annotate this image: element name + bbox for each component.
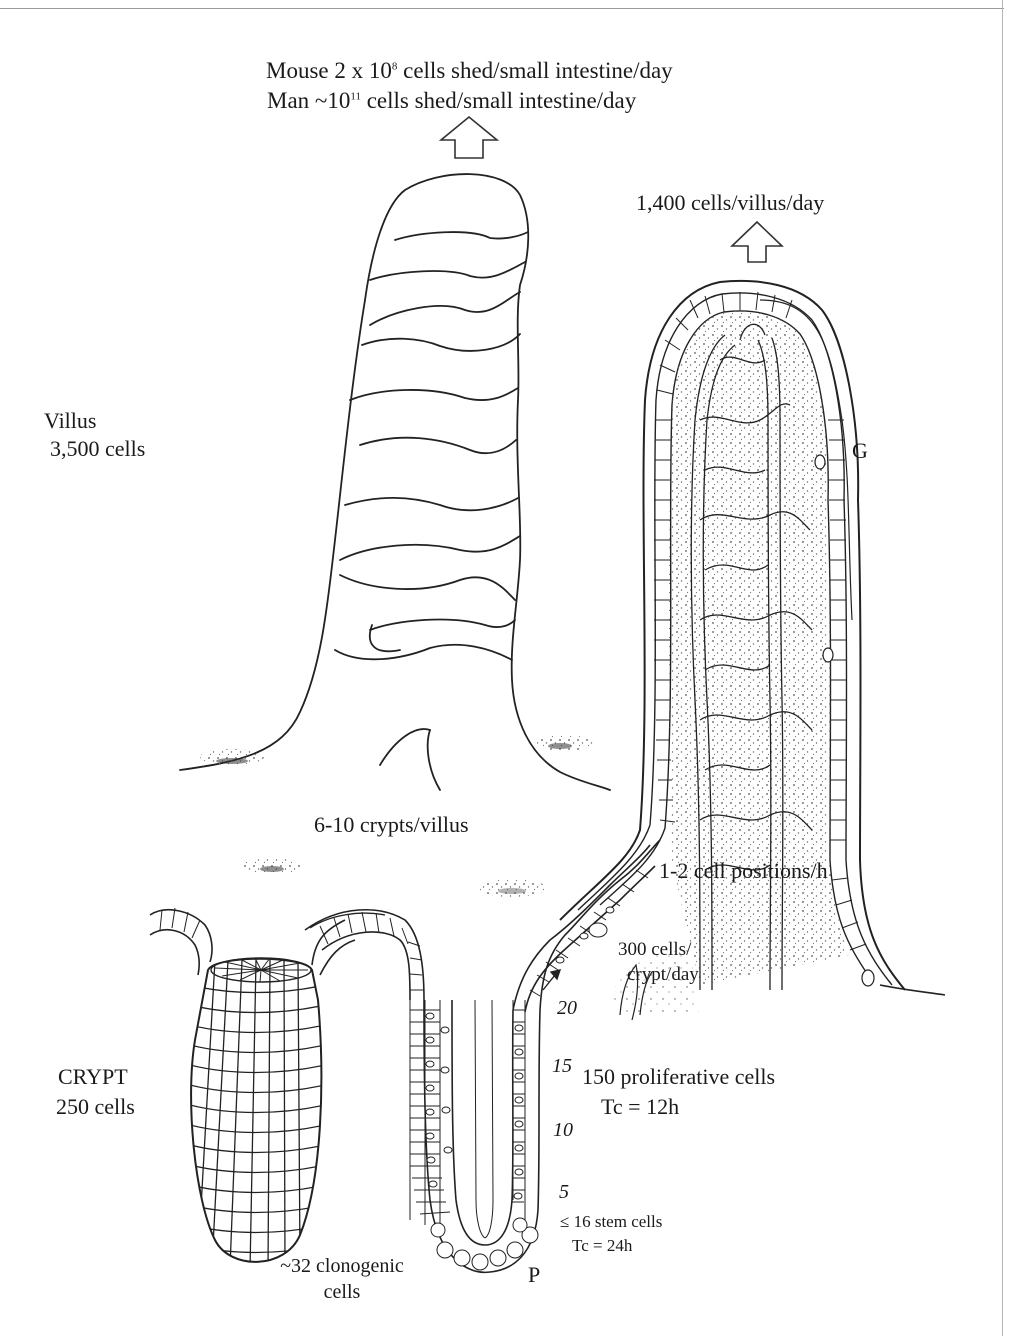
mouse-suffix: cells shed/small intestine/day	[397, 58, 672, 83]
proliferative-cycle-time: Tc = 12h	[601, 1094, 679, 1119]
paneth-marker: P	[528, 1262, 540, 1287]
man-shed-rate: Man ~1011 cells shed/small intestine/day	[267, 88, 636, 114]
man-suffix: cells shed/small intestine/day	[361, 88, 636, 113]
crypt-label: CRYPT	[58, 1064, 128, 1089]
cell-position-10: 10	[553, 1119, 573, 1142]
cell-position-5: 5	[559, 1181, 569, 1204]
villus-label: Villus	[44, 408, 96, 433]
man-exponent: 11	[350, 90, 361, 102]
crypt-section-drawing	[305, 840, 660, 1272]
stem-cycle-time: Tc = 24h	[572, 1236, 632, 1256]
shed-arrow-villus	[732, 222, 782, 262]
goblet-marker: G	[852, 438, 868, 463]
villus-section-drawing	[560, 281, 905, 1015]
man-prefix: Man ~10	[267, 88, 350, 113]
villus-outline-drawing	[180, 174, 610, 790]
mouse-shed-rate: Mouse 2 x 108 cells shed/small intestine…	[266, 58, 673, 84]
shed-arrow-top	[441, 117, 497, 158]
clonogenic-line2: cells	[262, 1281, 422, 1304]
cell-position-15: 15	[552, 1055, 572, 1078]
crypt-output-line1: 300 cells/	[618, 939, 691, 961]
mouse-prefix: Mouse 2 x 10	[266, 58, 392, 83]
cell-position-20: 20	[557, 997, 577, 1020]
proliferative-cells: 150 proliferative cells	[582, 1064, 775, 1089]
crypts-per-villus: 6-10 crypts/villus	[314, 812, 469, 837]
migration-rate: 1-2 cell positions/h	[659, 858, 828, 883]
stem-cell-count: ≤ 16 stem cells	[560, 1212, 662, 1232]
crypt-output-line2: crypt/day	[627, 964, 699, 986]
villus-shed-rate: 1,400 cells/villus/day	[636, 190, 824, 215]
crypt-3d-drawing	[150, 908, 355, 1270]
villus-cell-count: 3,500 cells	[50, 436, 145, 461]
crypt-cell-count: 250 cells	[56, 1094, 135, 1119]
clonogenic-line1: ~32 clonogenic	[262, 1255, 422, 1278]
